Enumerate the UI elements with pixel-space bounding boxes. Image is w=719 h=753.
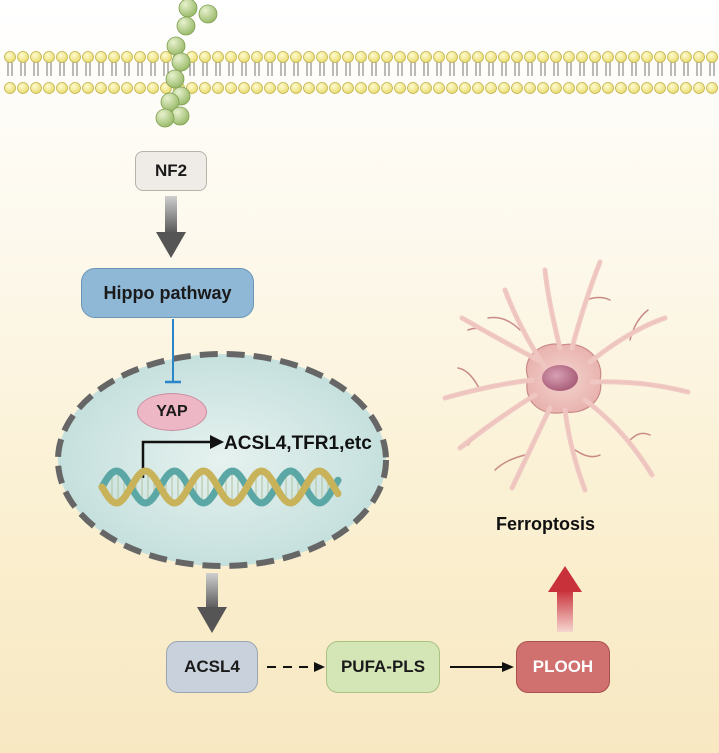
yap-node: YAP <box>137 393 207 431</box>
dashed-arrow-acsl4-to-pufa <box>267 662 325 672</box>
plooh-box: PLOOH <box>516 641 610 693</box>
acsl4-box: ACSL4 <box>166 641 258 693</box>
arrow-plooh-to-ferroptosis <box>548 566 582 632</box>
cell-nucleus <box>542 365 578 391</box>
inhibition-hippo-to-yap <box>165 319 181 384</box>
arrow-pufa-to-plooh <box>450 662 514 672</box>
dna-helix-icon <box>98 467 342 507</box>
nucleus <box>55 351 389 569</box>
target-genes-label: ACSL4,TFR1,etc <box>224 433 372 454</box>
membrane-bilayer <box>4 51 718 94</box>
hippo-pathway-box: Hippo pathway <box>81 268 254 318</box>
ferroptosis-label: Ferroptosis <box>496 514 596 534</box>
pufa-pls-box: PUFA-PLS <box>326 641 440 693</box>
receptor-icon <box>155 0 218 128</box>
nf2-box: NF2 <box>135 151 207 191</box>
transcription-arrow <box>141 435 224 478</box>
neuron-cell-icon <box>442 259 691 493</box>
arrow-nf2-to-hippo <box>156 196 186 258</box>
arrow-nucleus-to-acsl4 <box>197 573 227 633</box>
